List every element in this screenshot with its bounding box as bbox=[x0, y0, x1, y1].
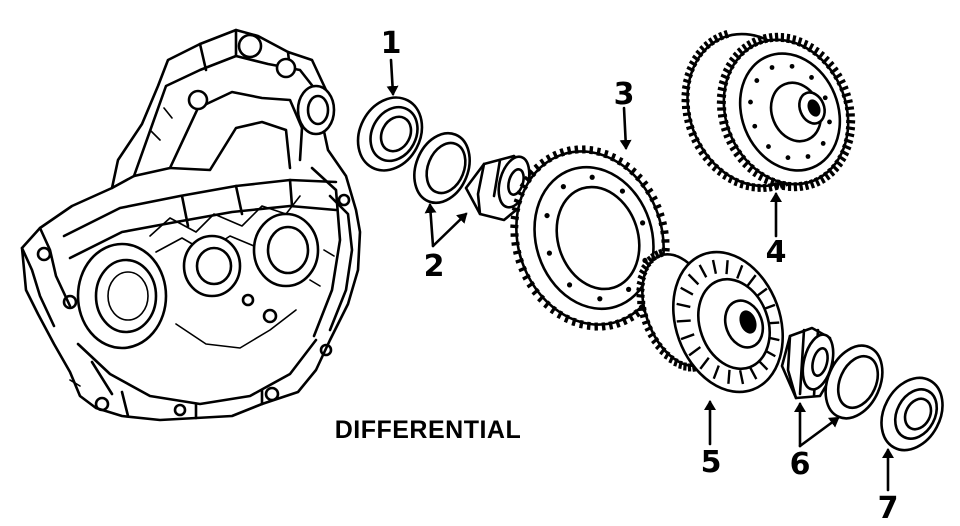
part-6-bearing bbox=[780, 326, 884, 420]
part-4-gear-assembly bbox=[681, 30, 856, 193]
callout-5: 5 bbox=[701, 445, 722, 480]
callout-6: 6 bbox=[790, 447, 811, 482]
callout-labels: 1 2 3 4 5 6 7 bbox=[381, 26, 899, 526]
callout-2: 2 bbox=[424, 249, 445, 284]
part-3-ring-gear bbox=[510, 145, 670, 331]
callout-1: 1 bbox=[381, 26, 402, 61]
part-1-seal bbox=[356, 96, 424, 172]
diagram-title: DIFFERENTIAL bbox=[335, 416, 522, 444]
callout-7: 7 bbox=[878, 491, 899, 526]
leader-lines bbox=[386, 58, 894, 492]
callout-3: 3 bbox=[614, 77, 635, 112]
part-7-seal bbox=[880, 376, 944, 452]
part-5-differential-case bbox=[636, 248, 785, 394]
part-2-bearing bbox=[413, 131, 532, 222]
transmission-case bbox=[20, 28, 362, 422]
callout-4: 4 bbox=[766, 235, 787, 270]
